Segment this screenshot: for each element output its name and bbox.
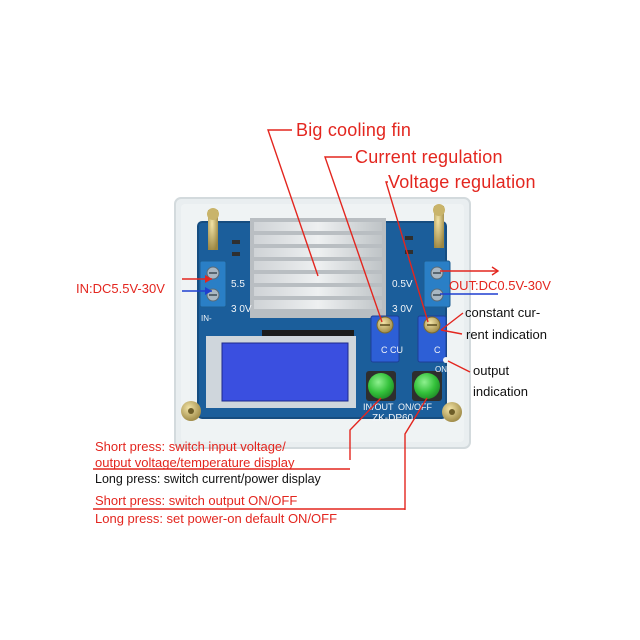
right-long-press: Long press: set power-on default ON/OFF xyxy=(95,511,338,526)
on-led xyxy=(443,357,449,363)
left-long-press: Long press: switch current/power display xyxy=(95,472,321,486)
out-range-bot: 3 0V xyxy=(392,304,413,315)
in-range-bot: 3 0V xyxy=(231,304,252,315)
on-off-button xyxy=(412,371,442,401)
left-short-press-line1: Short press: switch input voltage/ xyxy=(95,439,286,454)
on-mark: ON xyxy=(435,365,447,374)
c-mark: C xyxy=(434,345,441,355)
cc-indication-line1: constant cur- xyxy=(465,305,541,320)
output-terminal xyxy=(423,260,451,308)
btn-left-label: IN/OUT xyxy=(363,402,394,412)
mounting-screws xyxy=(181,204,462,422)
output-indication-line2: indication xyxy=(473,384,528,399)
cc-indication-line2: rent indication xyxy=(466,327,547,342)
output-range-label: OUT:DC0.5V-30V xyxy=(449,278,551,293)
model-label: ZK-DP60 xyxy=(372,413,414,424)
right-short-press: Short press: switch output ON/OFF xyxy=(95,493,298,508)
in-range-top: 5.5 xyxy=(231,279,245,290)
voltage-regulation-label: Voltage regulation xyxy=(388,172,536,192)
in-minus: IN- xyxy=(201,314,212,323)
current-potentiometer xyxy=(370,315,400,363)
voltage-potentiometer xyxy=(417,315,447,363)
output-indication-line1: output xyxy=(473,363,510,378)
left-short-press-line2: output voltage/temperature display xyxy=(95,455,295,470)
current-regulation-label: Current regulation xyxy=(355,147,503,167)
in-out-button xyxy=(366,371,396,401)
cc-led xyxy=(459,333,465,339)
cooling-fin-label: Big cooling fin xyxy=(296,120,412,140)
input-range-label: IN:DC5.5V-30V xyxy=(76,281,165,296)
heatsink xyxy=(250,218,386,318)
lcd-display xyxy=(206,336,356,408)
out-range-top: 0.5V xyxy=(392,279,413,290)
btn-right-label: ON/OFF xyxy=(398,402,432,412)
cc-cv-mark: C CU xyxy=(381,345,403,355)
input-terminal xyxy=(199,260,227,308)
